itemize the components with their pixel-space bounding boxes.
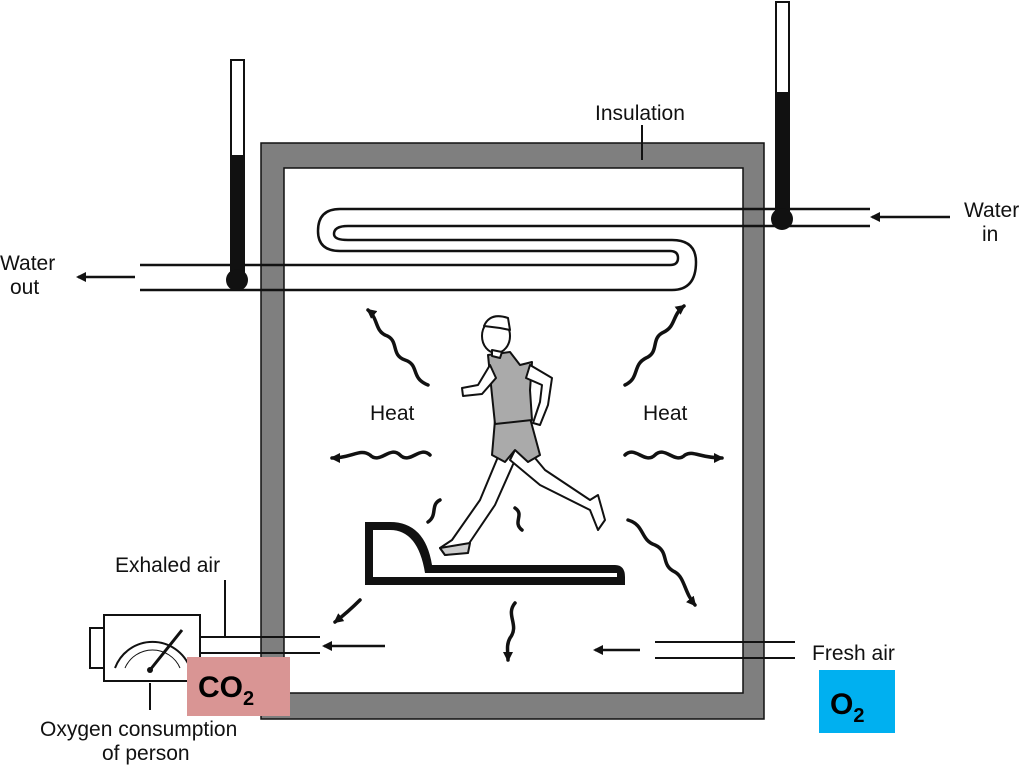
water-in-label-line1: Water bbox=[964, 199, 1019, 222]
thermometer-water-in bbox=[771, 1, 793, 230]
thermometer-water-out bbox=[226, 59, 248, 291]
heat-arrows bbox=[330, 304, 724, 662]
exhaled-air-outlet bbox=[200, 636, 385, 654]
o2-badge: O2 bbox=[819, 670, 895, 733]
heat-label-left: Heat bbox=[370, 402, 415, 425]
heat-squiggle-2 bbox=[513, 506, 524, 532]
heat-arrow-up-left bbox=[366, 308, 430, 387]
water-coil bbox=[140, 207, 870, 292]
heat-arrow-down-right bbox=[626, 518, 697, 607]
heat-arrow-down-left bbox=[333, 598, 362, 624]
water-out-label-line2: out bbox=[10, 276, 39, 299]
fresh-air-inlet bbox=[593, 641, 795, 659]
co2-badge-text: CO2 bbox=[198, 671, 254, 710]
fresh-air-label: Fresh air bbox=[812, 642, 895, 665]
heat-arrow-left bbox=[330, 450, 432, 463]
o2-badge-bg bbox=[819, 670, 895, 733]
insulation-label: Insulation bbox=[595, 102, 685, 125]
co2-sub: 2 bbox=[243, 688, 254, 710]
o2-badge-text: O2 bbox=[830, 688, 864, 727]
o2-main: O bbox=[830, 688, 853, 721]
heat-arrow-down bbox=[502, 601, 517, 662]
meter-needle bbox=[148, 629, 184, 671]
water-out-label-line1: Water bbox=[0, 252, 55, 275]
heat-squiggle-1 bbox=[426, 498, 442, 524]
oxygen-consumption-label-line1: Oxygen consumption bbox=[40, 718, 237, 741]
oxygen-consumption-label-line2: of person bbox=[102, 742, 190, 765]
water-in-label-line2: in bbox=[982, 223, 998, 246]
co2-badge: CO2 bbox=[187, 657, 290, 716]
heat-arrow-up-right bbox=[623, 304, 686, 387]
co2-badge-bg bbox=[187, 657, 290, 716]
exhaled-air-label: Exhaled air bbox=[115, 554, 220, 577]
oxygen-meter bbox=[89, 614, 201, 710]
co2-main: CO bbox=[198, 671, 243, 704]
o2-sub: 2 bbox=[853, 705, 864, 727]
runner-figure bbox=[439, 315, 606, 556]
heat-label-right: Heat bbox=[643, 402, 688, 425]
treadmill bbox=[365, 522, 625, 585]
heat-arrow-right bbox=[623, 450, 724, 463]
